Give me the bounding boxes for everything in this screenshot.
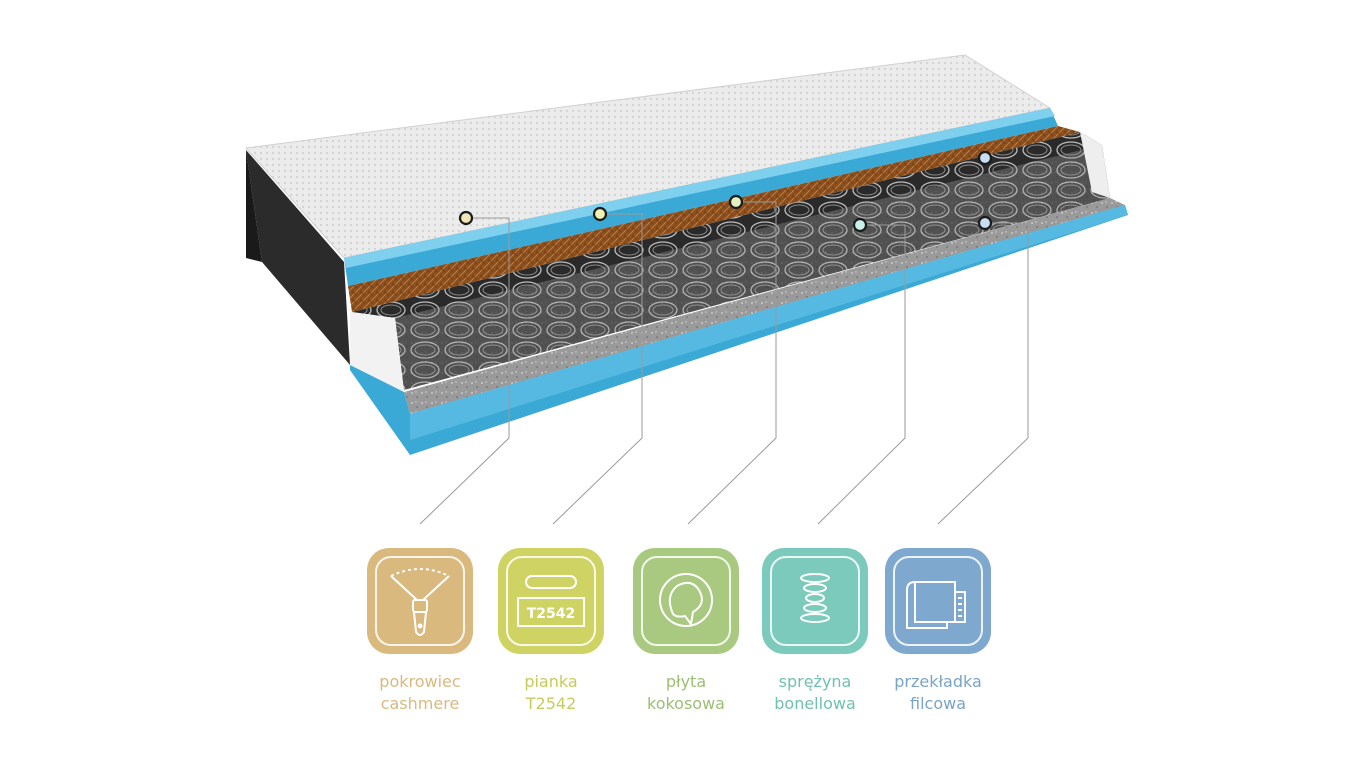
marker-felt-top <box>977 150 993 166</box>
label-felt-2: filcowa <box>910 694 966 713</box>
marker-cover <box>458 210 474 226</box>
label-felt-1: przekładka <box>894 672 982 691</box>
tile-coconut <box>633 548 739 654</box>
feature-foam: T2542 pianka T2542 <box>476 548 626 715</box>
feature-spring: sprężyna bonellowa <box>740 548 890 715</box>
label-cover-2: cashmere <box>380 694 460 713</box>
label-foam-1: pianka <box>524 672 578 691</box>
coconut-icon <box>659 573 713 627</box>
label-coconut-2: kokosowa <box>647 694 725 713</box>
feature-felt: przekładka filcowa <box>863 548 1013 715</box>
label-foam-2: T2542 <box>525 694 577 713</box>
label-spring-2: bonellowa <box>774 694 856 713</box>
feature-cover: pokrowiec cashmere <box>345 548 495 715</box>
spring-icon <box>800 573 830 623</box>
tile-spring <box>762 548 868 654</box>
mattress-side <box>246 150 350 365</box>
coconut-layer <box>348 126 1080 312</box>
felt-icon <box>906 581 966 629</box>
foam-layer-bottom <box>350 205 1128 455</box>
leader-lines <box>419 158 1029 525</box>
tile-felt <box>885 548 991 654</box>
zipper-icon <box>390 568 450 636</box>
foam-icon: T2542 <box>517 575 585 627</box>
marker-spring <box>852 217 868 233</box>
tile-cover <box>367 548 473 654</box>
spring-core <box>352 132 1110 390</box>
marker-felt <box>977 215 993 231</box>
feature-coconut: płyta kokosowa <box>611 548 761 715</box>
marker-coconut <box>728 194 744 210</box>
foam-frame <box>350 132 1110 392</box>
foam-layer-top <box>344 108 1058 286</box>
foam-badge: T2542 <box>527 606 576 622</box>
marker-dots <box>458 150 993 233</box>
felt-layer <box>404 198 1125 414</box>
label-spring-1: sprężyna <box>778 672 852 691</box>
tile-foam: T2542 <box>498 548 604 654</box>
marker-foam <box>592 206 608 222</box>
label-cover-1: pokrowiec <box>379 672 461 691</box>
label-coconut-1: płyta <box>665 672 707 691</box>
